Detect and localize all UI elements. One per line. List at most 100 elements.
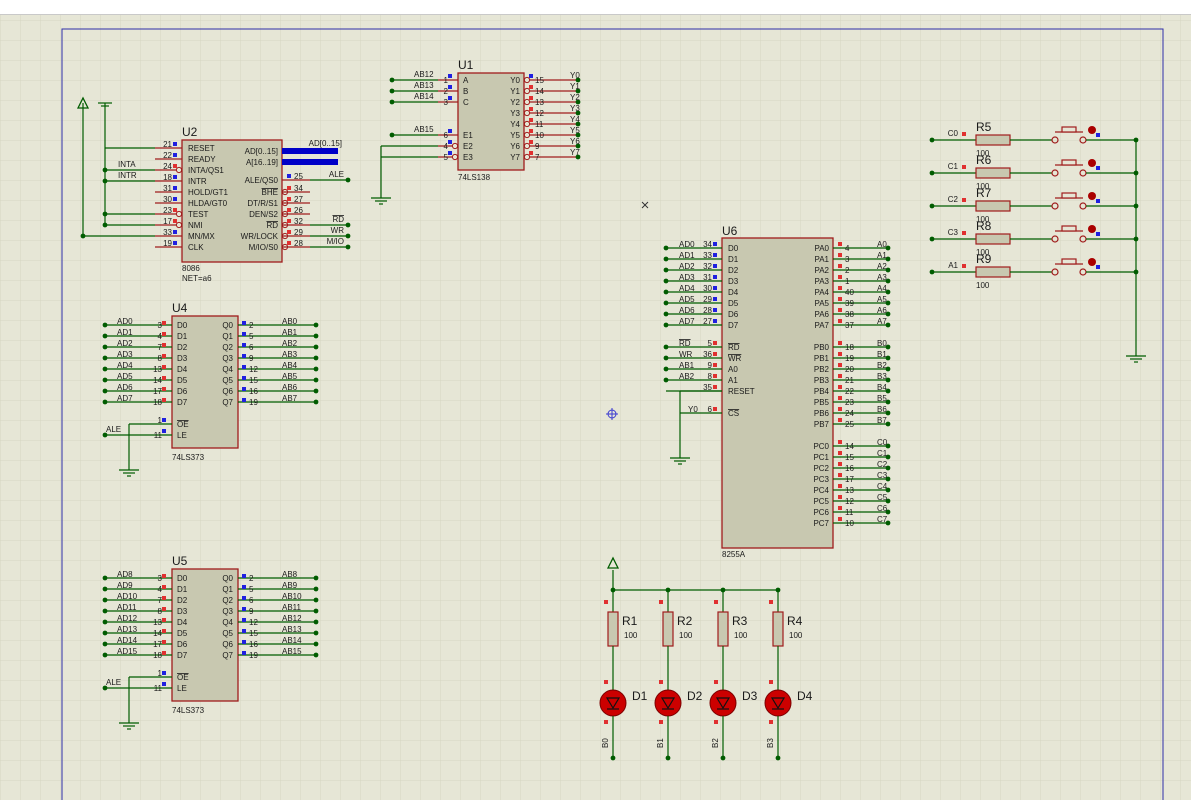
u2-pin-ad-0--15-[interactable]: AD[0..15]AD[0..15]: [245, 139, 342, 156]
u2-pin-a-16--19-[interactable]: A[16..19]: [246, 158, 338, 167]
